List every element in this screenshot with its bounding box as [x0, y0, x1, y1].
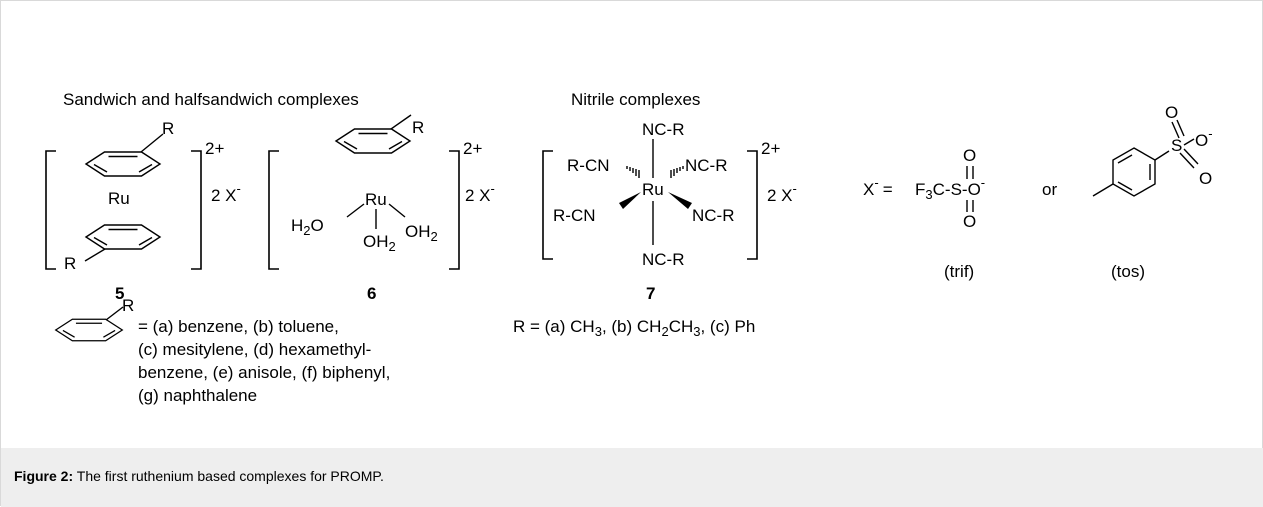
nitrile-ligand: NC-R: [692, 206, 735, 225]
wedge-bond: [619, 192, 641, 209]
substituent-label: R: [162, 119, 174, 138]
nitrile-legend: R = (a) CH3, (b) CH2CH3, (c) Ph: [513, 317, 755, 339]
nitrile-ligand: NC-R: [642, 250, 685, 269]
charge-label: 2+: [761, 139, 780, 158]
substituent-label: R: [64, 254, 76, 273]
heading-nitrile: Nitrile complexes: [571, 90, 700, 109]
counterion-label: 2 X-: [465, 181, 495, 205]
charge-label: 2+: [463, 139, 482, 158]
figure-caption: Figure 2: The first ruthenium based comp…: [1, 448, 1263, 507]
arene-legend-line: (g) naphthalene: [138, 386, 257, 405]
arene-ring: [85, 151, 161, 177]
or-label: or: [1042, 180, 1057, 199]
substituent-label: R: [412, 118, 424, 137]
reaction-scheme: Sandwich and halfsandwich complexes Nitr…: [45, 90, 1213, 405]
arene-ring: [335, 128, 411, 154]
bracket-right: [449, 150, 460, 270]
metal-label: Ru: [108, 189, 130, 208]
charge-label: 2+: [205, 139, 224, 158]
water-ligand: OH2: [363, 232, 396, 254]
nitrile-ligand: R-CN: [553, 206, 596, 225]
anion-definition: X-= F3C-S-O- O O (trif) or O S O- O (tos…: [863, 103, 1213, 281]
bracket-right: [191, 150, 202, 270]
arene-legend-line: (c) mesitylene, (d) hexamethyl-: [138, 340, 371, 359]
bracket-left: [268, 150, 279, 270]
wedge-bond: [668, 192, 692, 209]
metal-label: Ru: [642, 180, 664, 199]
triflate-formula: F3C-S-O-: [915, 175, 985, 202]
tosylate-oxygen: O-: [1195, 126, 1213, 150]
complex-7: NC-R NC-R Ru R-CN R-CN NC-R NC-R 2+ 2 X-…: [542, 120, 797, 303]
tosylate-structure: [1092, 119, 1199, 197]
hashed-bond: [626, 166, 640, 178]
bracket-right: [747, 150, 758, 260]
tosylate-oxygen: O: [1165, 103, 1178, 122]
compound-number: 5: [115, 284, 124, 303]
arene-ring: [55, 318, 123, 342]
tosylate-sulfur: S: [1171, 136, 1182, 155]
arene-legend: R = (a) benzene, (b) toluene, (c) mesity…: [55, 296, 390, 405]
arene-legend-line: benzene, (e) anisole, (f) biphenyl,: [138, 363, 390, 382]
bracket-left: [45, 150, 56, 270]
hashed-bond: [670, 166, 684, 178]
caption-text: The first ruthenium based complexes for …: [76, 468, 384, 484]
counterion-label: 2 X-: [211, 181, 241, 205]
triflate-label: (trif): [944, 262, 974, 281]
triflate-oxygen: O: [963, 146, 976, 165]
water-ligand: OH2: [405, 222, 438, 244]
triflate-oxygen: O: [963, 212, 976, 231]
complex-5: R Ru R 2+ 2 X- 5: [45, 119, 241, 303]
counterion-label: 2 X-: [767, 181, 797, 205]
caption-label: Figure 2:: [14, 468, 74, 484]
tosylate-label: (tos): [1111, 262, 1145, 281]
water-ligand: H2O: [291, 216, 324, 238]
nitrile-ligand: NC-R: [685, 156, 728, 175]
nitrile-ligand: NC-R: [642, 120, 685, 139]
nitrile-ligand: R-CN: [567, 156, 610, 175]
bracket-left: [542, 150, 553, 260]
complex-6: R Ru H2O OH2 OH2 2+ 2 X- 6: [268, 114, 495, 303]
tosylate-oxygen: O: [1199, 169, 1212, 188]
compound-number: 7: [646, 284, 655, 303]
substituent-label: R: [122, 296, 134, 315]
metal-label: Ru: [365, 190, 387, 209]
anion-x-label: X-=: [863, 175, 893, 199]
compound-number: 6: [367, 284, 376, 303]
arene-ring: [85, 224, 161, 250]
arene-legend-line: = (a) benzene, (b) toluene,: [138, 317, 339, 336]
heading-sandwich: Sandwich and halfsandwich complexes: [63, 90, 359, 109]
